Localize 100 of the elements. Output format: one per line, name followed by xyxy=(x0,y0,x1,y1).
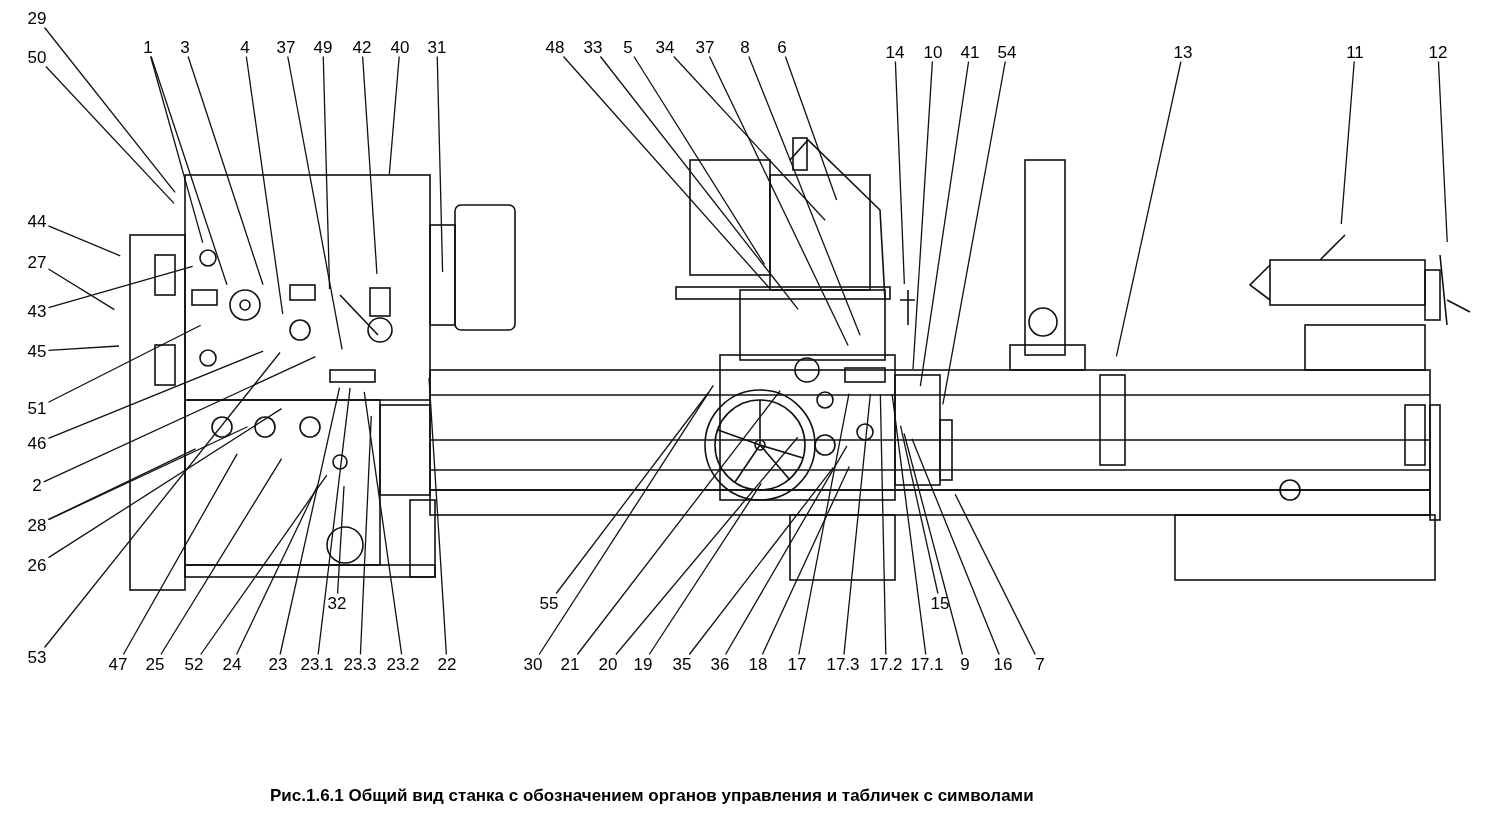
callout-number: 42 xyxy=(352,38,372,56)
leader-line xyxy=(363,391,403,656)
callout-number: 36 xyxy=(710,655,730,673)
leader-line xyxy=(388,55,400,175)
callout-number: 5 xyxy=(623,38,633,56)
leader-line xyxy=(160,457,283,656)
leader-line xyxy=(555,392,709,595)
callout-number: 35 xyxy=(672,655,692,673)
callout-number: 13 xyxy=(1173,43,1193,61)
callout-number: 25 xyxy=(145,655,165,673)
callout-number: 37 xyxy=(695,38,715,56)
leader-line xyxy=(576,390,781,656)
leader-line xyxy=(322,55,331,290)
leader-line xyxy=(43,26,176,194)
callout-number: 26 xyxy=(27,556,47,574)
leader-line xyxy=(150,55,228,286)
callout-number: 31 xyxy=(427,38,447,56)
callout-number: 23 xyxy=(268,655,288,673)
leader-line xyxy=(287,55,343,350)
leader-line xyxy=(615,436,799,656)
leader-line xyxy=(599,55,799,311)
leader-line xyxy=(911,438,1000,656)
callout-number: 17.1 xyxy=(910,655,944,673)
leader-line xyxy=(279,386,341,656)
callout-number: 53 xyxy=(27,648,47,666)
leader-line xyxy=(1340,60,1355,225)
leader-line xyxy=(912,60,934,370)
leader-line xyxy=(43,351,281,649)
leader-line xyxy=(47,426,249,521)
leader-line xyxy=(43,356,317,483)
callout-number: 41 xyxy=(960,43,980,61)
callout-number: 47 xyxy=(108,655,128,673)
leader-line xyxy=(47,407,283,559)
figure-caption: Рис.1.6.1 Общий вид станка с обозначением органов управления и табличек с символами xyxy=(270,785,1034,807)
callout-number: 19 xyxy=(633,655,653,673)
leader-line xyxy=(245,55,284,315)
leader-line xyxy=(235,483,319,656)
callout-number: 11 xyxy=(1346,43,1364,61)
callout-number: 7 xyxy=(1035,655,1045,673)
leader-line xyxy=(673,55,826,221)
callout-number: 54 xyxy=(997,43,1017,61)
leader-line xyxy=(798,393,850,656)
callout-number: 21 xyxy=(560,655,580,673)
leader-line xyxy=(688,467,834,656)
callout-number: 12 xyxy=(1428,43,1448,61)
leader-line xyxy=(919,60,970,387)
leader-line xyxy=(538,384,714,656)
callout-number: 2 xyxy=(32,476,42,494)
callout-number: 1 xyxy=(143,38,153,56)
callout-number: 17.2 xyxy=(869,655,903,673)
callout-number: 30 xyxy=(523,655,543,673)
leader-line xyxy=(428,377,448,656)
callout-number: 40 xyxy=(390,38,410,56)
leader-line xyxy=(47,265,194,309)
callout-number: 44 xyxy=(27,212,47,230)
callout-number: 50 xyxy=(27,48,47,66)
callout-number: 16 xyxy=(993,655,1013,673)
leader-line xyxy=(942,60,1006,405)
callout-number: 55 xyxy=(539,594,559,612)
leader-line xyxy=(724,445,848,656)
callout-number: 20 xyxy=(598,655,618,673)
leader-line xyxy=(47,268,116,311)
leader-line xyxy=(903,432,964,656)
callout-number: 51 xyxy=(27,399,47,417)
callout-number: 17 xyxy=(787,655,807,673)
callout-number: 10 xyxy=(923,43,943,61)
callout-number: 18 xyxy=(748,655,768,673)
leader-line xyxy=(954,493,1036,656)
callout-number: 27 xyxy=(27,253,47,271)
leader-line xyxy=(47,345,120,351)
callout-number: 52 xyxy=(184,655,204,673)
leader-line xyxy=(843,393,872,656)
leader-line xyxy=(648,482,762,656)
callout-number: 33 xyxy=(583,38,603,56)
leader-line xyxy=(436,55,444,273)
callout-number: 37 xyxy=(276,38,296,56)
callout-number: 15 xyxy=(930,594,950,612)
leader-line xyxy=(200,474,328,656)
leader-line xyxy=(47,324,202,403)
leader-line xyxy=(899,424,939,595)
leader-line xyxy=(1115,60,1182,357)
callout-number: 14 xyxy=(885,43,905,61)
leader-line xyxy=(317,387,351,656)
leader-line xyxy=(633,55,766,266)
callout-number: 49 xyxy=(313,38,333,56)
callout-number: 22 xyxy=(437,655,457,673)
leader-line xyxy=(879,393,887,656)
leader-line xyxy=(761,465,850,656)
leader-line xyxy=(708,55,849,347)
callout-number: 17.3 xyxy=(826,655,860,673)
callout-number: 46 xyxy=(27,434,47,452)
leader-line xyxy=(47,350,264,439)
leader-line xyxy=(150,55,204,244)
callout-number: 8 xyxy=(740,38,750,56)
callout-number: 34 xyxy=(655,38,675,56)
leader-line xyxy=(784,55,838,201)
callout-number: 29 xyxy=(27,9,47,27)
callout-number: 43 xyxy=(27,302,47,320)
callout-number: 32 xyxy=(327,594,347,612)
callout-number: 23.1 xyxy=(300,655,334,673)
